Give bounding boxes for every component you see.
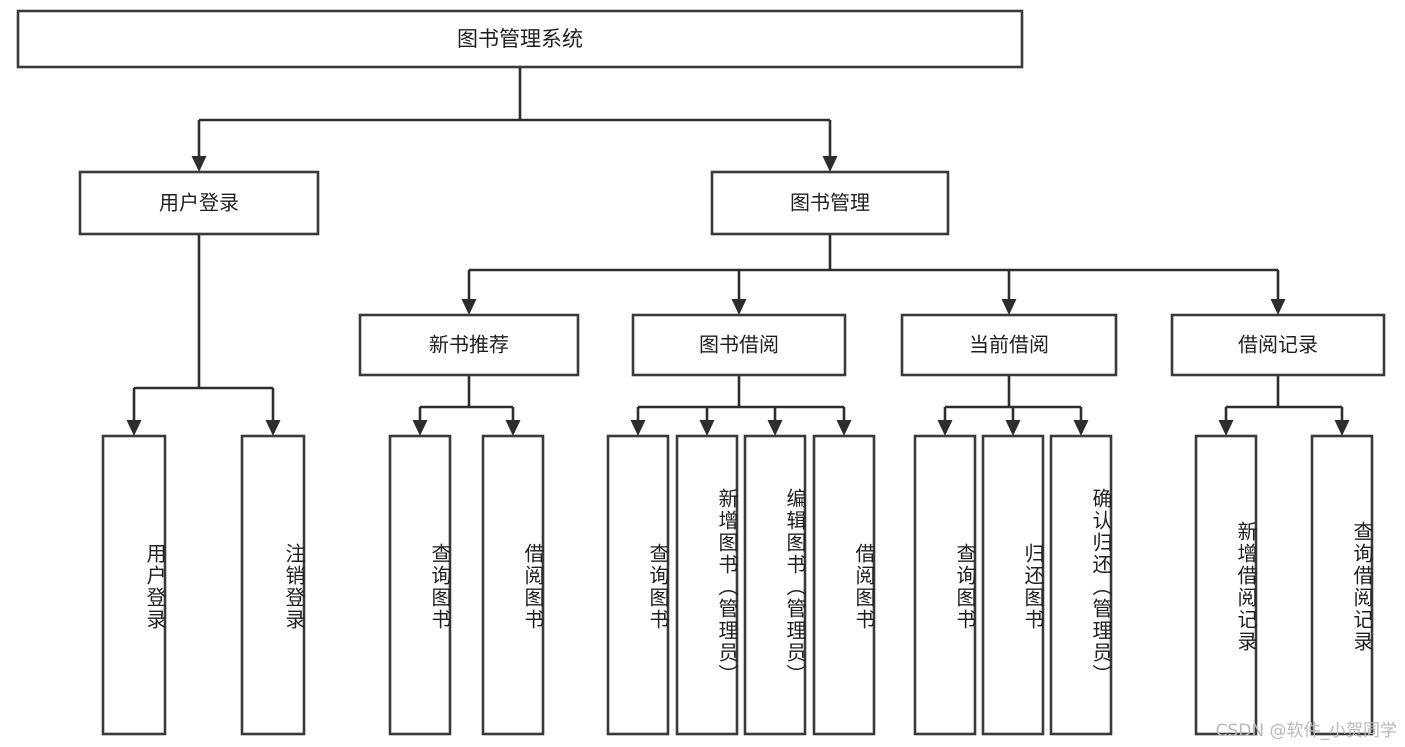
- node-leaf-confirm-return[interactable]: [1049, 434, 1113, 736]
- node-leaf-logout[interactable]: [240, 434, 306, 736]
- node-leaf-return-book[interactable]: [981, 434, 1045, 736]
- node-box-leaf-borrow-book-2: [812, 434, 876, 736]
- node-leaf-user-login[interactable]: [101, 434, 167, 736]
- node-user-login[interactable]: 用户登录: [78, 170, 320, 236]
- node-borrow-record[interactable]: 借阅记录: [1170, 313, 1386, 377]
- node-box-book-borrow: [631, 313, 847, 377]
- node-leaf-add-record[interactable]: [1194, 434, 1258, 736]
- node-box-borrow-record: [1170, 313, 1386, 377]
- arrowhead: [505, 420, 521, 436]
- node-label-book-borrow: 图书借阅: [699, 333, 779, 357]
- arrowhead: [767, 420, 783, 436]
- node-leaf-query-book-3[interactable]: [913, 434, 977, 736]
- node-box-leaf-confirm-return: [1049, 434, 1113, 736]
- connectors-layer: [126, 67, 1350, 436]
- arrowhead: [1001, 299, 1017, 315]
- node-new-book-recommend[interactable]: 新书推荐: [358, 313, 580, 377]
- node-leaf-add-book[interactable]: [675, 434, 739, 736]
- node-box-root: [16, 9, 1024, 69]
- node-leaf-edit-book[interactable]: [743, 434, 807, 736]
- node-book-borrow[interactable]: 图书借阅: [631, 313, 847, 377]
- node-leaf-query-book-1[interactable]: [388, 434, 452, 736]
- node-box-leaf-user-login: [101, 434, 167, 736]
- node-current-borrow[interactable]: 当前借阅: [900, 313, 1118, 377]
- node-box-user-login: [78, 170, 320, 236]
- node-label-user-login: 用户登录: [159, 191, 239, 215]
- arrowhead: [126, 420, 142, 436]
- node-box-leaf-query-book-1: [388, 434, 452, 736]
- node-leaf-borrow-book-2[interactable]: [812, 434, 876, 736]
- node-box-leaf-return-book: [981, 434, 1045, 736]
- arrowhead: [731, 299, 747, 315]
- arrowhead: [191, 156, 207, 172]
- node-box-leaf-logout: [240, 434, 306, 736]
- node-root[interactable]: 图书管理系统: [16, 9, 1024, 69]
- arrowhead: [699, 420, 715, 436]
- node-box-leaf-edit-book: [743, 434, 807, 736]
- csdn-watermark: CSDN @软件_小贺同学: [1215, 721, 1397, 741]
- node-label-borrow-record: 借阅记录: [1238, 333, 1318, 357]
- node-label-new-book-recommend: 新书推荐: [429, 333, 509, 357]
- arrowhead: [461, 299, 477, 315]
- arrowhead: [1218, 420, 1234, 436]
- node-leaf-query-book-2[interactable]: [606, 434, 670, 736]
- arrowhead: [937, 420, 953, 436]
- node-leaf-borrow-book-1[interactable]: [481, 434, 545, 736]
- node-label-book-manage: 图书管理: [790, 191, 870, 215]
- arrowhead: [1270, 299, 1286, 315]
- arrowhead: [822, 156, 838, 172]
- node-box-new-book-recommend: [358, 313, 580, 377]
- node-label-root: 图书管理系统: [457, 27, 583, 51]
- node-book-manage[interactable]: 图书管理: [710, 170, 950, 236]
- node-leaf-query-record[interactable]: [1310, 434, 1374, 736]
- node-box-leaf-query-book-2: [606, 434, 670, 736]
- node-box-leaf-query-book-3: [913, 434, 977, 736]
- node-box-leaf-add-record: [1194, 434, 1258, 736]
- arrowhead: [1334, 420, 1350, 436]
- arrowhead: [412, 420, 428, 436]
- arrowhead: [1073, 420, 1089, 436]
- node-box-book-manage: [710, 170, 950, 236]
- arrowhead: [1005, 420, 1021, 436]
- node-box-leaf-borrow-book-1: [481, 434, 545, 736]
- arrowhead: [265, 420, 281, 436]
- node-box-leaf-add-book: [675, 434, 739, 736]
- node-label-current-borrow: 当前借阅: [969, 333, 1049, 357]
- node-box-current-borrow: [900, 313, 1118, 377]
- arrowhead: [836, 420, 852, 436]
- arrowhead: [630, 420, 646, 436]
- node-box-leaf-query-record: [1310, 434, 1374, 736]
